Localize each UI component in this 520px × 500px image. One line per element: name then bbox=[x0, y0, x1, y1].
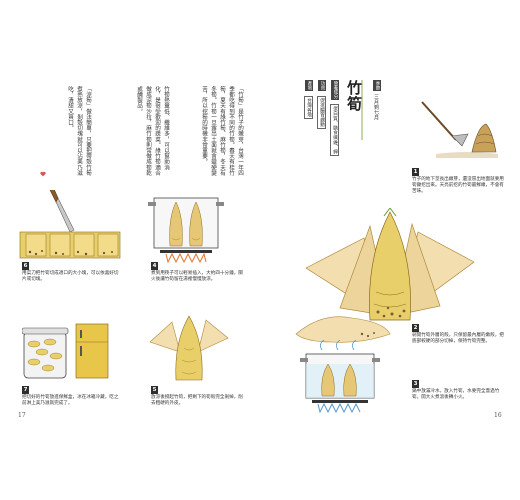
step-6-caption: 用菜刀把竹筍切成適口的大小塊，可以依喜好切片或切塊。 bbox=[22, 271, 119, 283]
digging-hoe-illustration bbox=[421, 101, 498, 158]
intro-paragraph-1: 「竹筍」是竹子的嫩芽，台灣一年四季都吃得到不同的竹筍。春天有桂竹筍，夏天有綠竹筍… bbox=[201, 86, 243, 176]
efficacy-badge: 功效 bbox=[318, 80, 326, 91]
trimmed-bamboo-illustration bbox=[295, 316, 391, 343]
step-5-caption: 放涼後撈起竹筍，把剩下的筍殼完全剝掉，削去粗硬的外皮。 bbox=[151, 395, 243, 407]
container-fridge-illustration bbox=[22, 323, 109, 379]
title-divider bbox=[361, 80, 363, 140]
intro-paragraph-2: 竹筍熱量低、纖維多，可以幫助消化，是很受歡迎的蔬菜。綠竹筍適合做成涼筍沙拉，麻竹… bbox=[136, 86, 169, 176]
step-3-caption: 鍋中放滿冷水，放入竹筍，水要完全蓋過竹筍。開大火煮滾後轉小火。 bbox=[412, 389, 500, 401]
season-text: 三月到七月 bbox=[373, 94, 379, 120]
bamboo-shoot-illustration bbox=[305, 208, 475, 321]
step-6-number: 6 bbox=[22, 262, 29, 270]
season-badge: 季節 bbox=[373, 80, 381, 91]
step-4-caption: 煮到用筷子可以輕易插入，大約四十分鐘，關火後讓竹筍留在湯裡慢慢放涼。 bbox=[151, 271, 243, 283]
peeled-bamboo-illustration bbox=[149, 315, 229, 381]
intro-paragraph-3: 「涼筍」做法簡單，只要把帶殼竹筍煮熟放涼，剝殼切塊就可以沾美乃滋吃，清甜又爽口。 bbox=[67, 86, 91, 176]
step-1-caption: 竹子的地下莖長出嫩芽，還沒冒出地面就要用筍鋤挖出來。天亮前挖的竹筍最鮮嫩，不會有… bbox=[412, 177, 504, 195]
step-7-number: 7 bbox=[22, 386, 29, 394]
nutrition-text: 蛋白質、膳食纖維、鉀 bbox=[330, 104, 339, 156]
cooking-pot-illustration bbox=[148, 197, 224, 264]
nutrition-badge: 營養成分 bbox=[331, 80, 339, 100]
step-1-number: 1 bbox=[412, 168, 419, 176]
step-3-number: 3 bbox=[412, 380, 419, 388]
place-badge: 產地 bbox=[305, 80, 313, 91]
step-2-number: 2 bbox=[412, 324, 419, 332]
boiling-pot-illustration bbox=[300, 340, 380, 414]
heart-icon bbox=[40, 171, 46, 177]
step-2-caption: 剝開竹筍外層的殼，只保留最內層的嫩殼，把底部較硬的部分切掉，保持竹筍完整。 bbox=[412, 333, 504, 345]
efficacy-text: 促進腸胃蠕動 bbox=[317, 96, 326, 129]
left-page: 「竹筍」是竹子的嫩芽，台灣一年四季都吃得到不同的竹筍。春天有桂竹筍，夏天有綠竹筍… bbox=[18, 86, 243, 419]
page-title: 竹筍 bbox=[345, 80, 363, 112]
step-4-number: 4 bbox=[151, 262, 158, 270]
place-text: 台灣各地 bbox=[304, 96, 313, 120]
right-page: 季節 三月到七月 竹筍 營養成分 蛋白質、膳食纖維、鉀 功效 促進腸胃蠕動 產地… bbox=[260, 0, 520, 500]
step-5-number: 5 bbox=[151, 386, 158, 394]
cutting-bamboo-illustration bbox=[19, 190, 121, 259]
left-page-number: 17 bbox=[18, 412, 26, 419]
right-page-number: 16 bbox=[494, 412, 502, 419]
step-7-caption: 把切好的竹筍放進保鮮盒，冰在冰箱冷藏，吃之前淋上美乃滋就完成了。 bbox=[22, 395, 119, 407]
